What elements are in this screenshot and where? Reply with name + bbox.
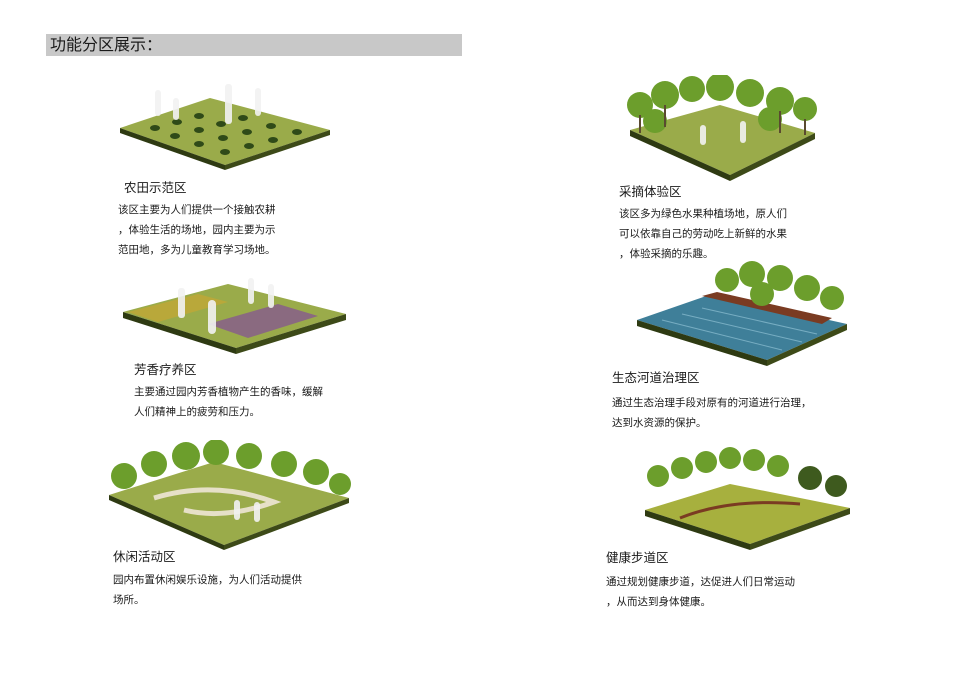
zone-title-farm: 农田示范区	[124, 180, 187, 195]
header-bar: 功能分区展示：	[46, 34, 462, 56]
orchard-illustration	[620, 75, 820, 185]
page-title: 功能分区展示：	[50, 35, 163, 54]
zone-desc-line: 园内布置休闲娱乐设施，为人们活动提供	[113, 574, 302, 586]
zone-desc-line: 通过规划健康步道，达促进人们日常运动	[606, 576, 795, 588]
zone-title-picking: 采摘体验区	[619, 184, 682, 199]
zone-desc-line: 人们精神上的疲劳和压力。	[134, 406, 260, 418]
zone-desc-line: 通过生态治理手段对原有的河道进行治理，	[612, 397, 812, 409]
zone-desc-line: 达到水资源的保护。	[612, 417, 707, 429]
zone-desc-river: 通过生态治理手段对原有的河道进行治理， 达到水资源的保护。	[612, 393, 812, 433]
zone-title-leisure: 休闲活动区	[113, 549, 176, 564]
river-illustration	[632, 258, 852, 368]
farmland-illustration	[115, 80, 335, 170]
zone-desc-line: 可以依靠自己的劳动吃上新鲜的水果	[619, 228, 787, 240]
zone-desc-line: ，从而达到身体健康。	[606, 596, 711, 608]
zone-desc-line: 该区多为绿色水果种植场地，原人们	[619, 208, 787, 220]
leisure-park-illustration	[104, 440, 354, 550]
fitness-trail-illustration	[640, 446, 855, 552]
zone-title-river: 生态河道治理区	[612, 370, 700, 385]
zone-desc-line: 主要通过园内芳香植物产生的香味，缓解	[134, 386, 323, 398]
zone-desc-picking: 该区多为绿色水果种植场地，原人们 可以依靠自己的劳动吃上新鲜的水果 ，体验采摘的…	[619, 204, 787, 264]
zone-desc-line: ，体验生活的场地，园内主要为示	[118, 224, 276, 236]
zone-desc-line: 范田地，多为儿童教育学习场地。	[118, 244, 276, 256]
zone-desc-fitness: 通过规划健康步道，达促进人们日常运动 ，从而达到身体健康。	[606, 572, 795, 612]
zone-desc-line: 该区主要为人们提供一个接触农耕	[118, 204, 276, 216]
aromatic-garden-illustration	[118, 272, 348, 354]
zone-desc-farm: 该区主要为人们提供一个接触农耕 ，体验生活的场地，园内主要为示 范田地，多为儿童…	[118, 200, 276, 260]
zone-desc-leisure: 园内布置休闲娱乐设施，为人们活动提供 场所。	[113, 570, 302, 610]
zone-desc-line: ，体验采摘的乐趣。	[619, 248, 714, 260]
zone-title-aroma: 芳香疗养区	[134, 362, 197, 377]
zone-desc-line: 场所。	[113, 594, 145, 606]
zone-title-fitness: 健康步道区	[606, 550, 669, 565]
zone-desc-aroma: 主要通过园内芳香植物产生的香味，缓解 人们精神上的疲劳和压力。	[134, 382, 323, 422]
